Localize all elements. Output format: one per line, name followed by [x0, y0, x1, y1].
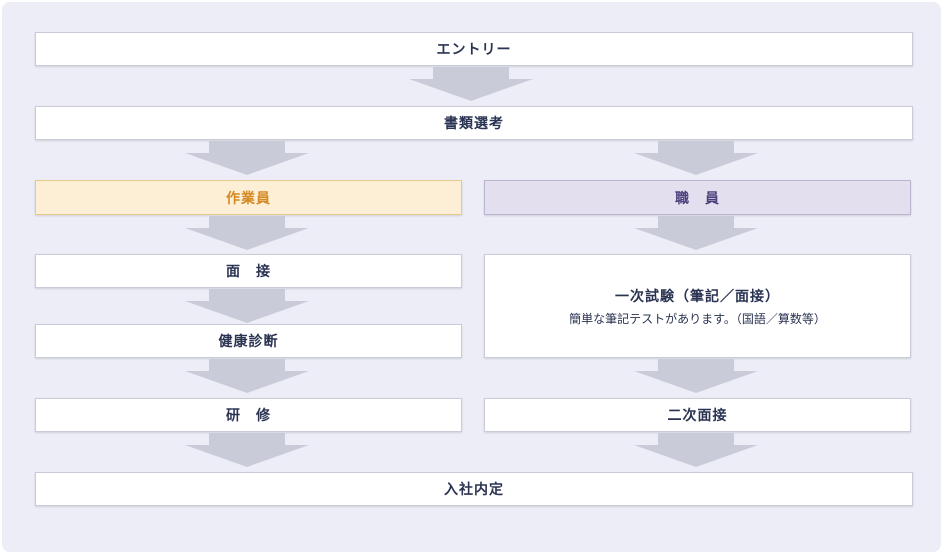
- arrow-training-to-offer: [185, 433, 309, 467]
- step-entry-label: エントリー: [436, 42, 512, 58]
- arrow-screening-to-staff: [634, 141, 758, 175]
- step-worker-health-check: 健康診断: [35, 324, 462, 358]
- arrow-screening-to-worker: [185, 141, 309, 175]
- step-worker-interview: 面 接: [35, 254, 462, 288]
- track-staff-header: 職 員: [484, 180, 911, 215]
- track-worker-header: 作業員: [35, 180, 462, 215]
- arrow-first-exam-to-second-interview: [634, 359, 758, 393]
- arrow-health-to-training: [185, 359, 309, 393]
- step-offer: 入社内定: [35, 472, 913, 506]
- step-screening-label: 書類選考: [444, 116, 504, 132]
- step-entry: エントリー: [35, 32, 913, 66]
- step-staff-first-exam-note: 簡単な筆記テストがあります。（国語／算数等）: [569, 311, 826, 326]
- step-staff-second-interview: 二次面接: [484, 398, 911, 432]
- arrow-interview-to-health: [185, 289, 309, 323]
- step-staff-first-exam-label: 一次試験（筆記／面接）: [615, 288, 780, 305]
- track-worker-label: 作業員: [226, 190, 271, 207]
- track-staff-label: 職 員: [675, 190, 720, 207]
- step-offer-label: 入社内定: [444, 482, 504, 498]
- arrow-worker-to-interview: [185, 216, 309, 250]
- arrow-second-interview-to-offer: [634, 433, 758, 467]
- step-staff-first-exam: 一次試験（筆記／面接） 簡単な筆記テストがあります。（国語／算数等）: [484, 254, 911, 358]
- step-worker-interview-label: 面 接: [226, 264, 271, 280]
- arrow-entry-to-screening: [409, 67, 533, 101]
- step-worker-training: 研 修: [35, 398, 462, 432]
- step-worker-training-label: 研 修: [226, 408, 271, 424]
- arrow-staff-to-first-exam: [634, 216, 758, 250]
- step-worker-health-check-label: 健康診断: [218, 334, 279, 350]
- step-screening: 書類選考: [35, 106, 913, 140]
- step-staff-second-interview-label: 二次面接: [667, 408, 728, 424]
